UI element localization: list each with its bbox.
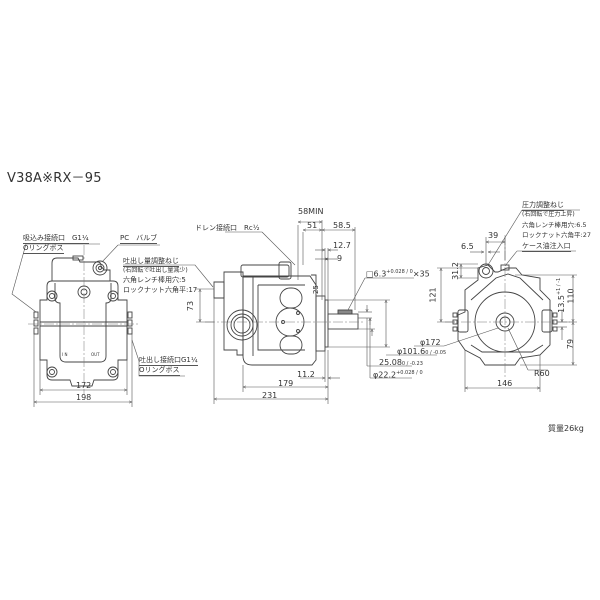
dim-58-5: 58.5 — [333, 221, 351, 230]
dim-198: 198 — [76, 393, 92, 402]
dim-phi101-6: φ101.60 / -0.05 — [397, 348, 446, 356]
dim-r60: R60 — [534, 369, 550, 378]
dim-179: 179 — [278, 379, 294, 388]
discharge-port-type-label: Oリングボス — [139, 366, 180, 376]
model-title: V38A※RX－95 — [7, 171, 102, 186]
d13-5-value: 13.5 — [556, 295, 566, 313]
dim-121: 121 — [428, 287, 438, 303]
dim-146: 146 — [497, 379, 513, 388]
dim-51: 51 — [307, 221, 318, 230]
pressure-adjust-label: 圧力調整ねじ — [522, 201, 564, 211]
side-view-body — [213, 261, 359, 366]
dim-phi172: φ172 — [420, 338, 441, 347]
dim-9: 9 — [337, 254, 343, 263]
dim-231: 231 — [262, 391, 278, 400]
discharge-port-label: 吐出し接続口G1¼ — [139, 356, 198, 366]
front-view-body — [33, 255, 133, 387]
suction-port-type-label: Oリングボス — [23, 244, 64, 254]
dim-12-7: 12.7 — [333, 241, 351, 250]
phi22-2-tol: +0.028 / 0 — [396, 370, 423, 376]
dim-79: 79 — [566, 338, 576, 350]
lock-nut-label: ロックナット六角平:17 — [123, 286, 198, 294]
suction-port-label: 吸込み接続口 G1¼ — [23, 234, 89, 244]
dim-39: 39 — [488, 231, 499, 240]
d13-5-tol: +1 / -1 — [556, 277, 563, 296]
mass-label: 質量26kg — [548, 424, 584, 433]
rear-hex-wrench-label: 六角レンチ棒用穴:6.5 — [522, 221, 587, 229]
rear-lock-nut-label: ロックナット六角平:27 — [522, 231, 591, 239]
key-tol: +0.028 / 0 — [386, 269, 413, 275]
discharge-adjust-label: 吐出し量調整ねじ — [123, 257, 179, 267]
hex-wrench-label: 六角レンチ棒用穴:5 — [123, 276, 186, 284]
drain-port-label: ドレン接続口 Rc½ — [195, 224, 260, 232]
d25-08-tol: 0 / -0.23 — [401, 361, 423, 367]
dim-73: 73 — [186, 300, 196, 312]
case-oil-port-label: ケース油注入口 — [522, 242, 571, 252]
d25-08-value: 25.08 — [379, 358, 402, 367]
phi101-6-tol: 0 / -0.05 — [425, 350, 447, 356]
in-mark: I N — [62, 352, 68, 357]
dim-phi22-2: φ22.2+0.028 / 0 — [373, 371, 423, 380]
pc-valve-label: PC バルブ — [120, 234, 158, 244]
phi22-2-value: φ22.2 — [373, 370, 397, 380]
dim-11-2: 11.2 — [297, 370, 315, 379]
dim-13-5: 13.5+1 / -1 — [556, 277, 566, 313]
dim-110: 110 — [566, 288, 576, 304]
pressure-adjust-note: (右回転で圧力上昇) — [522, 211, 575, 218]
key-size-label: □6.3+0.028 / 0×35 — [366, 270, 430, 279]
dim-6-5: 6.5 — [461, 242, 474, 251]
dim-25-08: 25.080 / -0.23 — [379, 359, 423, 367]
dim-31-2: 31.2 — [450, 262, 460, 280]
out-mark: OUT — [91, 352, 100, 357]
phi101-6-value: φ101.6 — [397, 347, 426, 356]
dim-58min: 58MIN — [298, 207, 324, 216]
dim-25: 25 — [311, 285, 320, 294]
key-length: ×35 — [412, 269, 430, 279]
key-size: □6.3 — [366, 269, 387, 279]
discharge-adjust-note: (右回転で吐出し量減少) — [123, 267, 188, 274]
dim-172: 172 — [76, 381, 92, 390]
